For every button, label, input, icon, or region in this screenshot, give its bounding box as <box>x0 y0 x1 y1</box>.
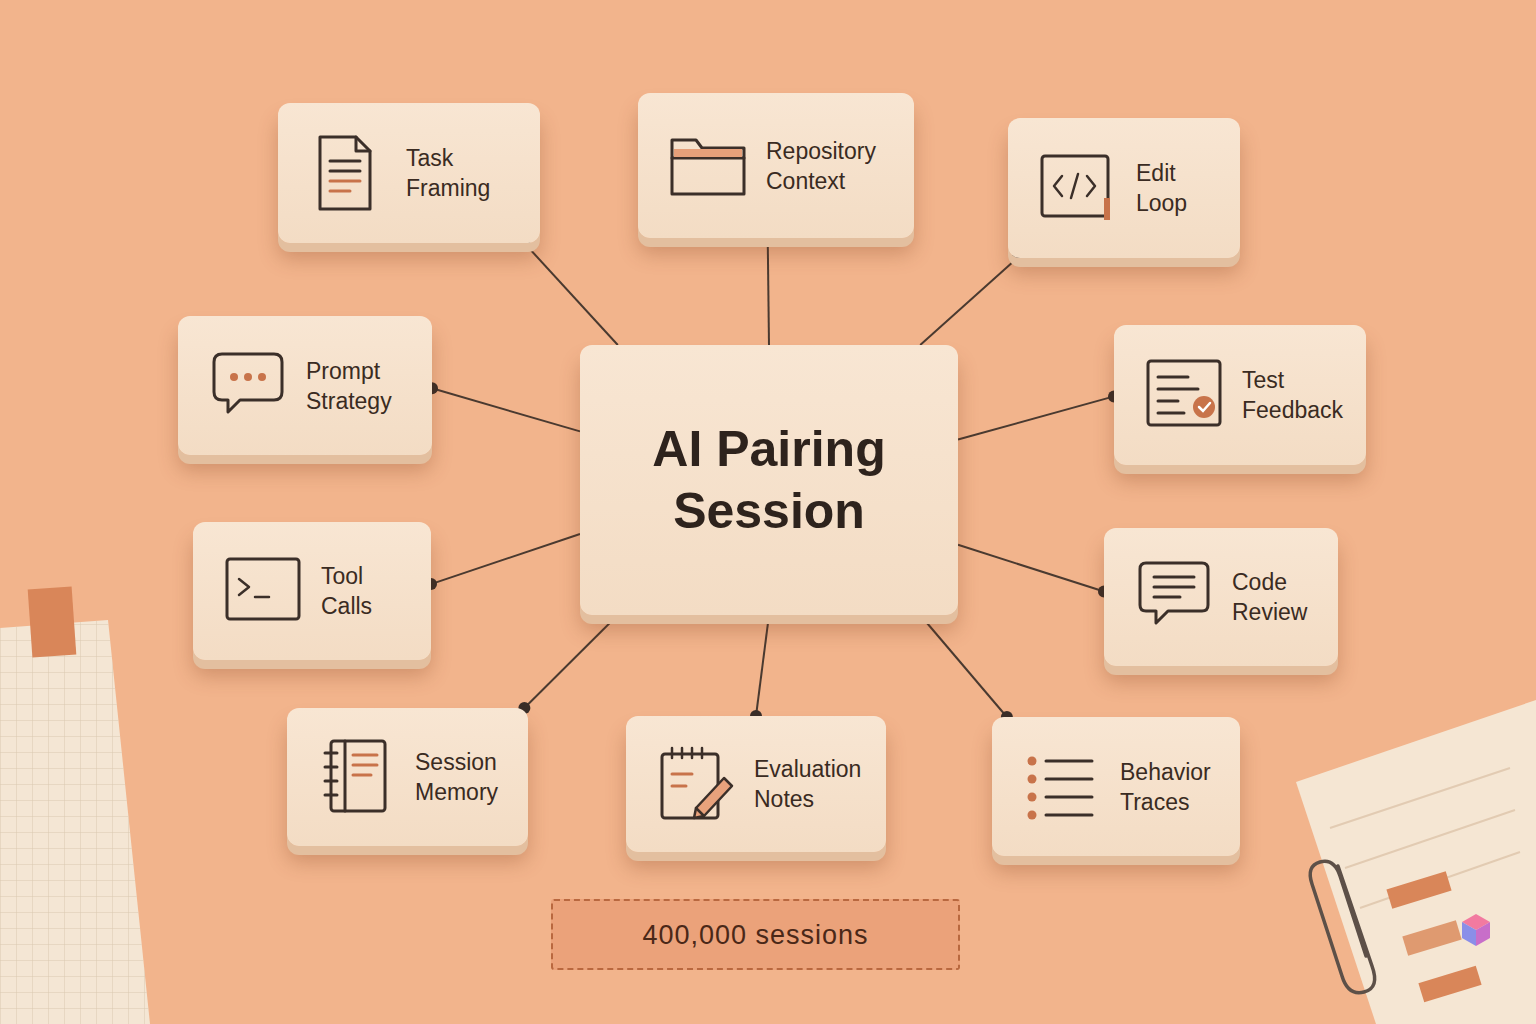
term-icon <box>223 551 303 631</box>
connector-line <box>958 545 1104 592</box>
note-paper <box>1296 700 1536 1024</box>
list-icon <box>1022 747 1102 827</box>
tape <box>28 587 77 658</box>
connector <box>750 615 769 722</box>
eval-icon <box>656 744 736 824</box>
box-label: Repository Context <box>766 136 876 196</box>
notebook-icon <box>317 737 397 817</box>
connector <box>762 232 774 345</box>
eval-box: Evaluation Notes <box>626 716 886 852</box>
edit-box: Edit Loop <box>1008 118 1240 258</box>
box-label: Code Review <box>1232 567 1307 627</box>
logo-cube <box>1462 914 1490 946</box>
paper-clip <box>1310 861 1374 992</box>
hub-title: AI Pairing Session <box>619 418 919 542</box>
grid-paper <box>0 620 150 1024</box>
task-box: Task Framing <box>278 103 540 243</box>
test-box: Test Feedback <box>1114 325 1366 465</box>
connector <box>425 534 580 590</box>
count-label: 400,000 sessions <box>642 920 868 950</box>
box-label: Session Memory <box>415 747 498 807</box>
connector-line <box>958 396 1114 439</box>
box-label: Edit Loop <box>1136 158 1187 218</box>
context-box: Repository Context <box>638 93 914 238</box>
box-label: Behavior Traces <box>1120 757 1211 817</box>
connector <box>920 252 1023 345</box>
connector-line <box>920 615 1007 717</box>
connector <box>958 390 1120 439</box>
connector <box>426 382 580 431</box>
box-label: Task Framing <box>406 143 490 203</box>
memory-box: Session Memory <box>287 708 528 846</box>
connector <box>958 545 1110 598</box>
code-icon <box>1038 148 1118 228</box>
hub-box: AI Pairing Session <box>580 345 958 615</box>
connector <box>518 237 618 345</box>
folder-icon <box>668 126 748 206</box>
box-label: Tool Calls <box>321 561 372 621</box>
connector-line <box>756 615 769 716</box>
connector-line <box>524 243 618 345</box>
box-label: Prompt Strategy <box>306 356 392 416</box>
test-icon <box>1144 355 1224 435</box>
review-box: Code Review <box>1104 528 1338 666</box>
review-icon <box>1134 557 1214 637</box>
chat-icon <box>208 346 288 426</box>
connector-line <box>431 534 580 584</box>
tool-box: Tool Calls <box>193 522 431 660</box>
connector <box>518 615 617 714</box>
prompt-box: Prompt Strategy <box>178 316 432 455</box>
doc-icon <box>308 133 388 213</box>
trace-box: Behavior Traces <box>992 717 1240 856</box>
box-label: Evaluation Notes <box>754 754 861 814</box>
box-label: Test Feedback <box>1242 365 1343 425</box>
connector-line <box>524 615 617 708</box>
connector-line <box>920 258 1017 345</box>
connector-line <box>768 238 769 345</box>
count-tag: 400,000 sessions <box>551 899 960 970</box>
connector <box>920 615 1013 723</box>
connector-line <box>432 388 580 431</box>
